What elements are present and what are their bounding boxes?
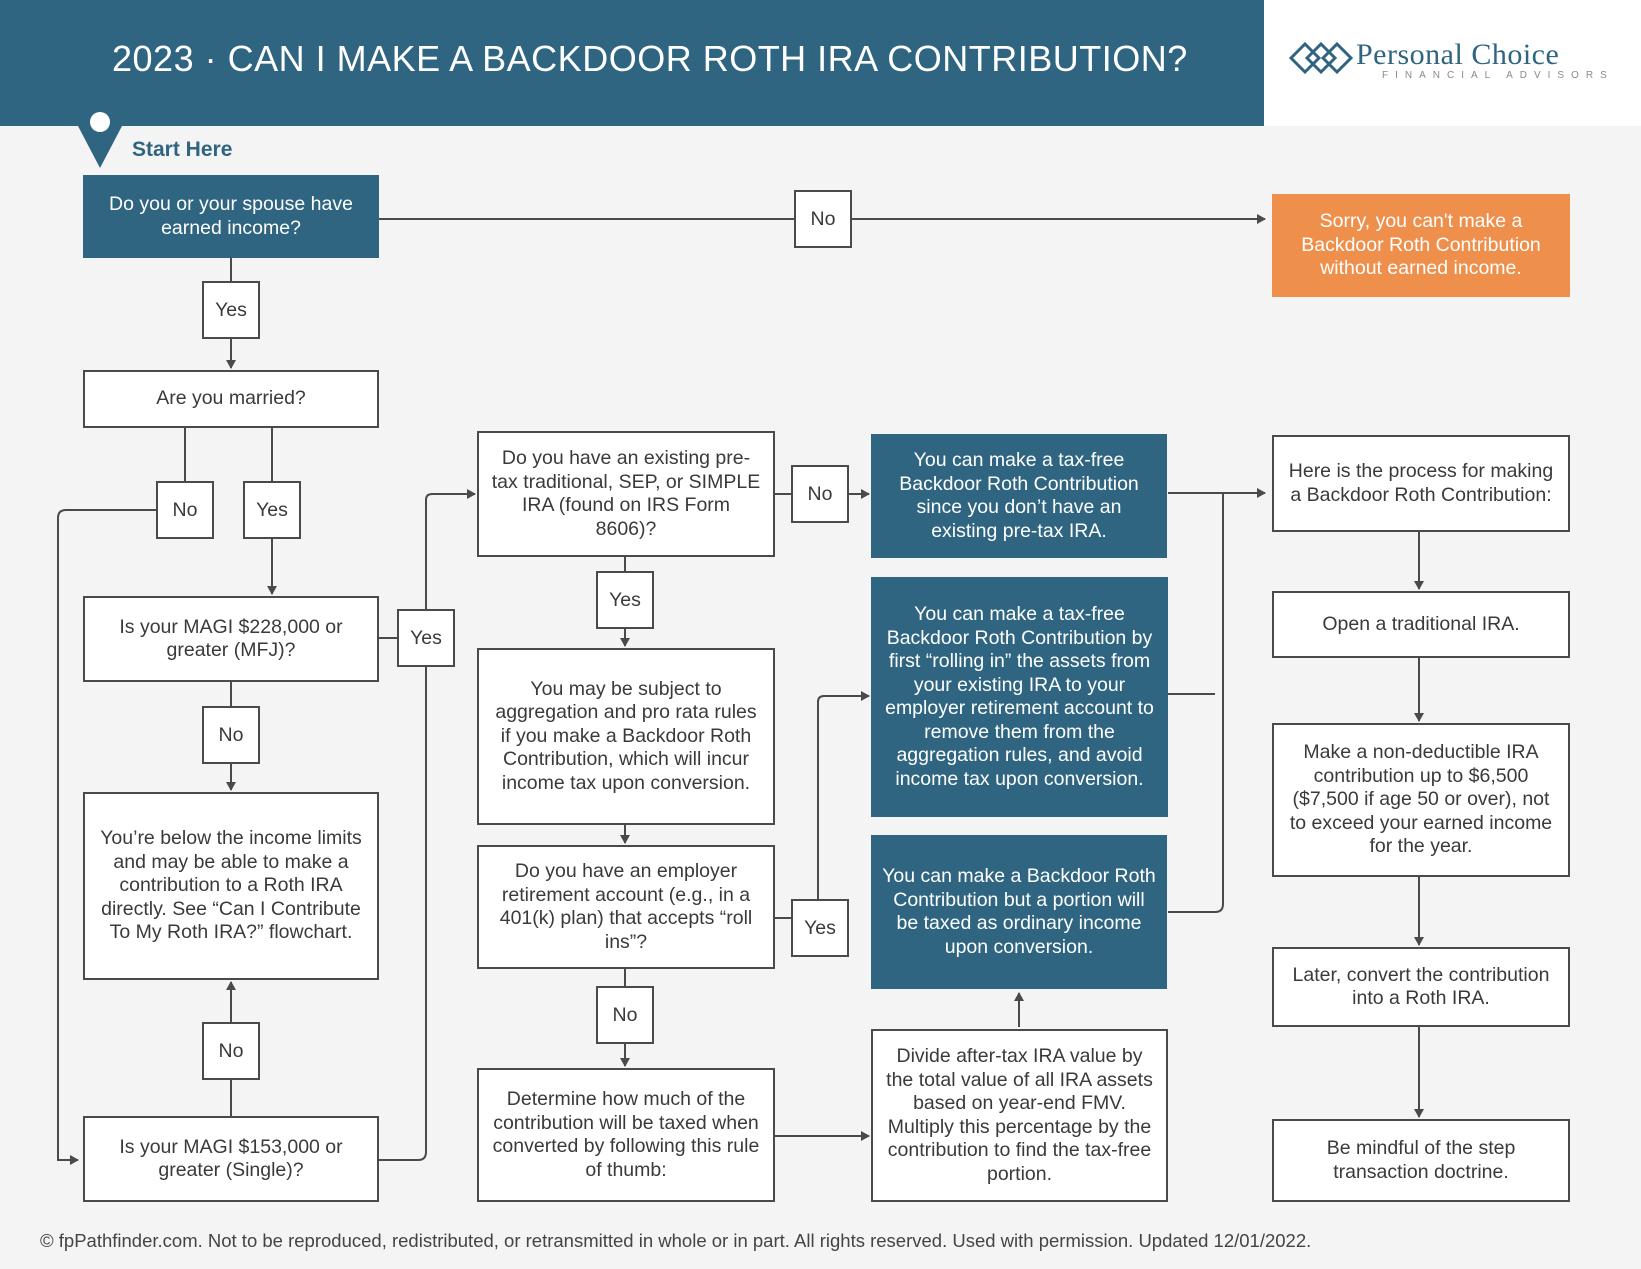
aggregation-warning: You may be subject to aggregation and pr… (477, 648, 775, 825)
married-text: Are you married? (156, 387, 306, 410)
no-tag-magi-mfj: No (202, 706, 260, 764)
existing-ira-question: Do you have an existing pre-tax traditio… (477, 431, 775, 557)
no-tag-earned-income: No (794, 190, 852, 248)
page-title: 2023 · CAN I MAKE A BACKDOOR ROTH IRA CO… (112, 38, 1188, 79)
below-limits-text: You’re below the income limits and may b… (100, 827, 362, 944)
open-ira-text: Open a traditional IRA. (1322, 612, 1520, 635)
tax-free-no-ira-text: You can make a tax-free Backdoor Roth Co… (899, 449, 1139, 542)
logo-mark-icon (1288, 41, 1354, 75)
copyright-footer: © fpPathfinder.com. Not to be reproduced… (40, 1230, 1312, 1251)
logo: Personal Choice FINANCIAL ADVISORS (1264, 0, 1641, 126)
yes-tag-earned-income: Yes (202, 281, 260, 339)
tax-free-roll-in-result: You can make a tax-free Backdoor Roth Co… (871, 577, 1168, 817)
yes-tag-employer-plan: Yes (791, 899, 849, 957)
yes-tag-existing-ira: Yes (596, 571, 654, 629)
no-tag-existing-ira: No (791, 465, 849, 523)
logo-name: Personal Choice (1356, 38, 1560, 71)
start-here-label: Start Here (132, 138, 233, 161)
step-doctrine-note: Be mindful of the step transaction doctr… (1272, 1119, 1570, 1202)
yes-tag-magi: Yes (397, 609, 455, 667)
below-limits-result: You’re below the income limits and may b… (83, 792, 379, 980)
no-tag-magi-single: No (202, 1022, 260, 1080)
convert-text: Later, convert the contribution into a R… (1292, 963, 1550, 1010)
sorry-result: Sorry, you can't make a Backdoor Roth Co… (1272, 194, 1570, 297)
no-tag-employer-plan: No (596, 986, 654, 1044)
contribute-text: Make a non-deductible IRA contribution u… (1289, 741, 1553, 858)
rule-of-thumb-box: Determine how much of the contribution w… (477, 1068, 775, 1202)
married-question: Are you married? (83, 370, 379, 428)
rule-of-thumb-text: Determine how much of the contribution w… (492, 1088, 760, 1181)
yes-tag-married: Yes (243, 481, 301, 539)
earned-income-text: Do you or your spouse have earned income… (109, 193, 353, 239)
partially-taxed-text: You can make a Backdoor Roth Contributio… (882, 865, 1156, 958)
employer-plan-question: Do you have an employer retirement accou… (477, 845, 775, 969)
process-intro: Here is the process for making a Backdoo… (1272, 435, 1570, 532)
aggregation-text: You may be subject to aggregation and pr… (495, 677, 757, 794)
process-text: Here is the process for making a Backdoo… (1288, 460, 1554, 506)
employer-plan-text: Do you have an employer retirement accou… (499, 860, 753, 953)
sorry-text: Sorry, you can't make a Backdoor Roth Co… (1301, 210, 1541, 280)
magi-mfj-question: Is your MAGI $228,000 or greater (MFJ)? (83, 596, 379, 682)
start-pin-icon (78, 106, 122, 168)
magi-single-text: Is your MAGI $153,000 or greater (Single… (119, 1135, 343, 1182)
existing-ira-text: Do you have an existing pre-tax traditio… (491, 447, 761, 540)
connector-group (57, 214, 1424, 1165)
step-doctrine-text: Be mindful of the step transaction doctr… (1326, 1137, 1516, 1183)
magi-mfj-text: Is your MAGI $228,000 or greater (MFJ)? (119, 615, 343, 662)
tax-free-no-ira-result: You can make a tax-free Backdoor Roth Co… (871, 434, 1167, 558)
tax-free-roll-in-text: You can make a tax-free Backdoor Roth Co… (885, 603, 1154, 790)
partially-taxed-result: You can make a Backdoor Roth Contributio… (871, 835, 1167, 989)
no-tag-married: No (156, 481, 214, 539)
logo-subtitle: FINANCIAL ADVISORS (1382, 70, 1614, 81)
divide-text: Divide after-tax IRA value by the total … (886, 1045, 1153, 1185)
magi-single-question: Is your MAGI $153,000 or greater (Single… (83, 1116, 379, 1202)
divide-instruction: Divide after-tax IRA value by the total … (871, 1029, 1168, 1202)
open-ira-step: Open a traditional IRA. (1272, 591, 1570, 658)
header-banner: 2023 · CAN I MAKE A BACKDOOR ROTH IRA CO… (0, 0, 1264, 126)
earned-income-question: Do you or your spouse have earned income… (83, 175, 379, 258)
convert-step: Later, convert the contribution into a R… (1272, 947, 1570, 1027)
contribute-step: Make a non-deductible IRA contribution u… (1272, 723, 1570, 877)
